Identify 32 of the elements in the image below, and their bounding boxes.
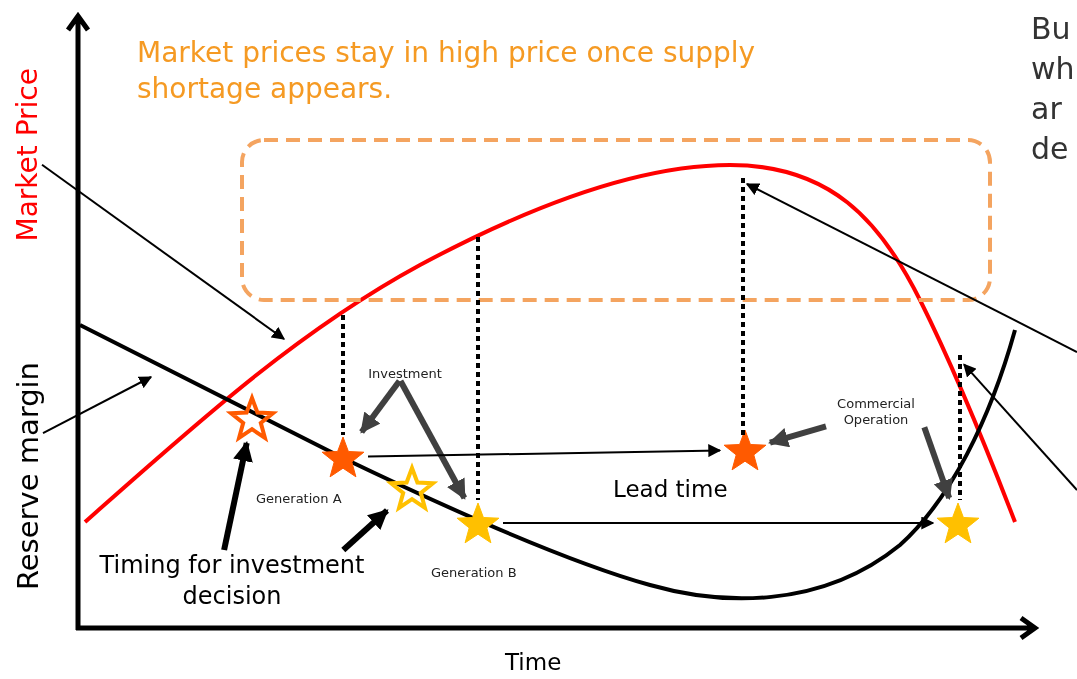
axis-label: Reserve margin: [14, 362, 43, 591]
dotted-drop-line: [339, 315, 347, 435]
callout-label: Investment: [360, 366, 450, 381]
dotted-drop-line: [956, 355, 964, 500]
series-label: Generation B: [431, 566, 517, 579]
heading-text: Market prices stay in high price once supply shortage appears.: [137, 35, 757, 108]
leader-arrow: [963, 363, 1077, 491]
cut-off-text: wh: [1031, 54, 1075, 84]
callout-label: Commercial Operation: [826, 396, 926, 428]
hollow-star-icon: [387, 463, 437, 513]
cut-off-text: de: [1031, 134, 1069, 164]
arrow: [768, 423, 827, 448]
callout-label: Timing for investment decision: [98, 550, 366, 613]
cut-off-text: ar: [1031, 94, 1062, 124]
arrow: [359, 379, 402, 434]
leader-arrow: [41, 163, 286, 340]
arrow: [397, 379, 468, 500]
arrow: [921, 426, 953, 500]
leader-arrow: [745, 183, 1077, 353]
duration-label: Lead time: [613, 478, 728, 501]
dotted-drop-line: [739, 178, 747, 435]
cut-off-text: Bu: [1031, 14, 1071, 44]
axis-label: Time: [505, 651, 562, 674]
arrow: [502, 516, 935, 530]
hollow-star-icon: [227, 393, 277, 443]
leader-arrow: [42, 376, 153, 435]
arrow: [341, 508, 389, 553]
arrow: [221, 441, 253, 551]
arrow: [367, 444, 722, 458]
series-label: Generation A: [256, 492, 342, 505]
dotted-drop-line: [474, 237, 482, 500]
axis-label: Market Price: [14, 68, 42, 242]
